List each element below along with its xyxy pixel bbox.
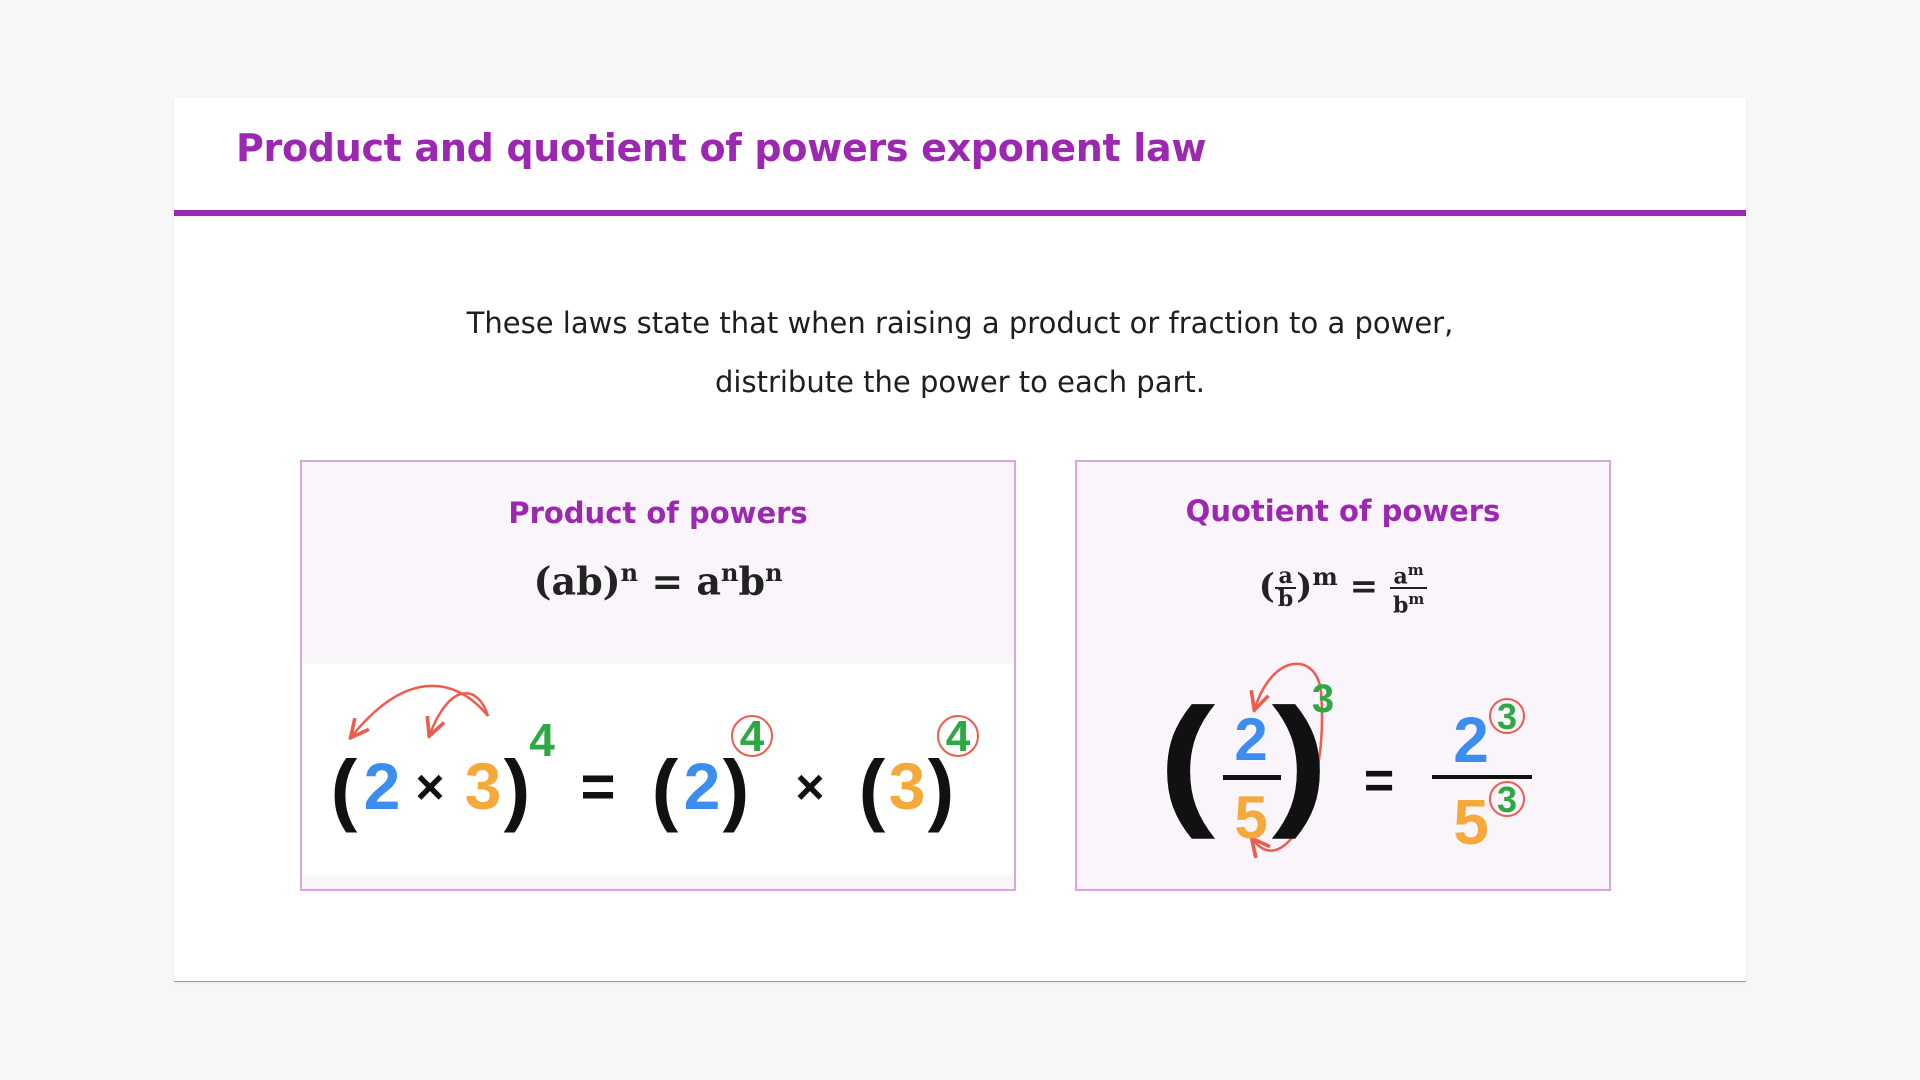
product-rhs-base-b: 3 xyxy=(889,749,926,823)
product-panel-title: Product of powers xyxy=(508,496,808,530)
quotient-lhs-denominator: 5 xyxy=(1234,784,1267,851)
product-rhs-a-close-paren: ) xyxy=(723,744,750,833)
quotient-rhs-den-exponent: 3 xyxy=(1497,779,1517,820)
distribute-arrow-to-first xyxy=(352,684,489,736)
quotient-equals: = xyxy=(1364,752,1394,810)
product-lhs-times: × xyxy=(415,759,444,815)
title-divider xyxy=(174,210,1746,216)
quotient-rhs-den-exp-circle xyxy=(1489,781,1525,817)
quotient-example-drawing: ( 2 5 ) 3 = 2 3 5 3 xyxy=(1159,662,1532,889)
quotient-lhs-numerator: 2 xyxy=(1234,706,1267,773)
product-lhs-base-a: 2 xyxy=(364,749,401,823)
page-title: Product and quotient of powers exponent … xyxy=(236,126,1207,170)
quotient-formula-rnum-exp: m xyxy=(1407,561,1424,579)
product-formula-b: b xyxy=(738,558,766,604)
quotient-lhs-close-paren: ) xyxy=(1272,679,1329,840)
quotient-formula-rnum: a xyxy=(1393,563,1408,590)
product-rhs-b-close-paren: ) xyxy=(928,744,955,833)
quotient-lhs-exponent: 3 xyxy=(1312,677,1334,721)
intro-line-1: These laws state that when raising a pro… xyxy=(466,306,1454,340)
product-example: ( 2 × 3 ) 4 = ( 2 ) 4 × ( 3 ) 4 xyxy=(302,664,1014,876)
product-lhs-close-paren: ) xyxy=(504,744,531,833)
quotient-formula-rden-exp: m xyxy=(1408,590,1425,609)
product-lhs-open-paren: ( xyxy=(331,744,358,833)
product-lhs-base-b: 3 xyxy=(465,749,502,823)
quotient-formula-equals: = xyxy=(1337,566,1390,607)
product-formula-equals: = xyxy=(638,558,697,604)
quotient-formula-den: b xyxy=(1277,586,1294,613)
product-formula-a: a xyxy=(696,558,722,604)
product-lhs-exponent: 4 xyxy=(529,714,555,766)
quotient-formula-result-den-wrap: bm xyxy=(1390,589,1427,616)
quotient-rhs-num-exp-circle xyxy=(1489,698,1525,734)
quotient-panel-title: Quotient of powers xyxy=(1185,494,1501,528)
quotient-rhs-fraction-bar xyxy=(1432,775,1532,779)
product-formula: (ab)n = anbn xyxy=(302,558,1014,604)
product-rhs-b-open-paren: ( xyxy=(859,744,886,833)
product-rhs-a-exponent: 4 xyxy=(740,712,765,761)
quotient-formula-num: a xyxy=(1274,565,1297,590)
quotient-rhs-denominator: 5 xyxy=(1453,786,1489,858)
lesson-card: Product and quotient of powers exponent … xyxy=(174,98,1746,982)
product-of-powers-panel: Product of powers (ab)n = anbn ( 2 × 3 )… xyxy=(300,460,1016,891)
quotient-lhs-open-paren: ( xyxy=(1159,679,1216,840)
quotient-formula-open: ( xyxy=(1258,566,1275,607)
product-rhs-b-exponent: 4 xyxy=(946,712,971,761)
product-formula-lhs: (ab) xyxy=(533,558,621,604)
product-rhs-base-a: 2 xyxy=(684,749,721,823)
quotient-lhs-fraction-bar xyxy=(1223,775,1281,780)
quotient-formula-exp: m xyxy=(1312,562,1338,591)
product-formula-lhs-exp: n xyxy=(620,558,639,587)
quotient-formula-close: ) xyxy=(1296,566,1313,607)
quotient-arrow-to-denominator xyxy=(1253,691,1324,851)
intro-line-2: distribute the power to each part. xyxy=(715,365,1205,399)
product-rhs-a-open-paren: ( xyxy=(652,744,679,833)
product-equals: = xyxy=(580,753,615,820)
product-rhs-times: × xyxy=(795,759,824,815)
product-rhs-a-exp-circle xyxy=(731,715,773,757)
product-example-drawing: ( 2 × 3 ) 4 = ( 2 ) 4 × ( 3 ) 4 xyxy=(331,684,979,833)
product-formula-a-exp: n xyxy=(721,558,739,587)
distribute-arrow-to-second xyxy=(430,691,490,734)
product-rhs-b-exp-circle xyxy=(937,715,979,757)
quotient-arrow-to-numerator xyxy=(1255,662,1323,708)
intro-text: These laws state that when raising a pro… xyxy=(174,294,1746,412)
quotient-formula-rden: b xyxy=(1392,592,1409,619)
quotient-rhs-num-exponent: 3 xyxy=(1497,696,1517,737)
product-formula-b-exp: n xyxy=(765,558,783,587)
quotient-rhs-numerator: 2 xyxy=(1453,704,1489,776)
quotient-formula-result-num-wrap: am xyxy=(1389,560,1428,590)
